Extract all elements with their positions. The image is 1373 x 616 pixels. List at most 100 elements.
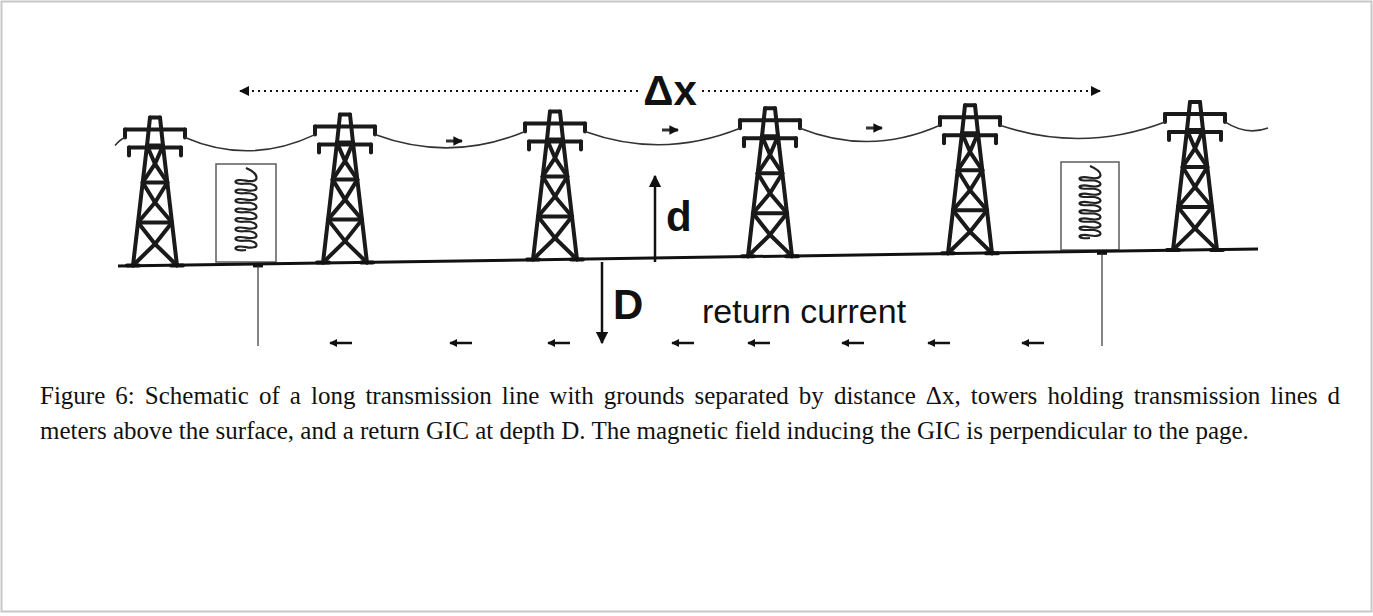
tower-strut xyxy=(337,143,345,162)
tower-strut xyxy=(953,210,970,232)
tower-strut xyxy=(744,136,796,140)
tower-strut xyxy=(1203,130,1217,250)
current-arrow xyxy=(866,127,882,130)
tower-strut xyxy=(328,218,362,222)
tower-strut xyxy=(965,103,975,107)
tower-strut xyxy=(333,161,345,180)
tower-strut xyxy=(543,174,568,178)
tower-strut xyxy=(155,222,172,244)
tower-strut xyxy=(953,190,970,210)
tower-strut xyxy=(133,244,155,266)
tower-strut xyxy=(543,158,555,177)
tower-strut xyxy=(970,152,982,171)
tower-strut xyxy=(758,173,770,193)
tower-strut xyxy=(555,176,567,196)
tower-strut xyxy=(940,115,1000,119)
tower-strut xyxy=(1187,130,1195,149)
tower-strut xyxy=(547,139,555,158)
transformer-coil xyxy=(236,168,257,250)
tower-strut xyxy=(155,145,163,164)
tower-strut xyxy=(938,117,942,125)
tower-strut xyxy=(538,214,572,218)
tower-strut xyxy=(770,155,782,174)
tower-strut xyxy=(962,133,970,152)
tower-strut xyxy=(770,193,787,213)
tower-strut xyxy=(1163,114,1167,122)
tower-strut xyxy=(970,133,978,152)
tower-strut xyxy=(1195,130,1203,149)
line-current-arrows xyxy=(446,128,882,141)
tower-strut xyxy=(533,238,555,260)
transformer-box xyxy=(216,164,276,262)
transformer-coil xyxy=(1080,166,1101,238)
transformer-box xyxy=(1061,162,1119,250)
tower-strut xyxy=(323,241,345,262)
tower-strut xyxy=(547,111,550,139)
tower-strut xyxy=(1195,228,1217,250)
tower-strut xyxy=(323,143,337,263)
tower-strut xyxy=(1173,130,1187,250)
ground-rod xyxy=(257,266,258,346)
wire-span xyxy=(800,125,940,141)
towers xyxy=(125,102,1225,266)
tower-strut xyxy=(150,115,160,119)
transmission-wires xyxy=(115,122,1268,151)
tower-strut xyxy=(313,127,317,135)
tower-strut xyxy=(770,213,787,235)
tower-strut xyxy=(373,127,377,135)
tower-strut xyxy=(748,136,762,256)
current-label: return current xyxy=(702,294,906,328)
tower-strut xyxy=(183,129,187,137)
tower-strut xyxy=(138,202,155,222)
tower-strut xyxy=(555,238,577,260)
tower-strut xyxy=(333,178,358,182)
tower-strut xyxy=(143,164,155,183)
tower-strut xyxy=(345,241,367,262)
tower-strut xyxy=(319,143,371,147)
tower-strut xyxy=(738,120,742,128)
tower-strut xyxy=(798,120,802,128)
tower-strut xyxy=(970,190,987,210)
tower-strut xyxy=(742,138,746,146)
tower-strut xyxy=(155,164,167,183)
tower-strut xyxy=(970,210,987,232)
wire-span xyxy=(585,128,740,144)
tower-strut xyxy=(345,143,353,162)
tower-strut xyxy=(127,147,131,155)
return-arrow xyxy=(672,342,694,345)
tower-strut xyxy=(525,121,585,125)
tower-strut xyxy=(1219,132,1223,140)
return-arrow xyxy=(450,342,472,345)
tower-strut xyxy=(765,106,775,110)
tower-strut xyxy=(1183,148,1195,167)
tower-strut xyxy=(345,161,357,180)
tower-strut xyxy=(958,168,983,172)
wire-span xyxy=(375,131,525,147)
tower-strut xyxy=(538,216,555,238)
tower-strut xyxy=(550,109,560,113)
tower-strut xyxy=(155,244,177,266)
tower-strut xyxy=(970,170,982,190)
D-dimension xyxy=(601,262,604,343)
tower-strut xyxy=(1169,130,1221,134)
return-arrow xyxy=(842,342,864,345)
tower-strut xyxy=(155,202,172,222)
tower-strut xyxy=(770,173,782,193)
dimension-label: D xyxy=(613,284,643,326)
return-arrow xyxy=(548,342,570,345)
tower-strut xyxy=(948,232,970,254)
tower-strut xyxy=(1190,100,1200,104)
tower-strut xyxy=(758,171,783,175)
tower-strut xyxy=(333,180,345,200)
tower-strut xyxy=(753,211,787,215)
tower-strut xyxy=(778,136,792,256)
wire-span xyxy=(185,135,315,151)
tower-strut xyxy=(1195,207,1212,229)
tower-strut xyxy=(753,213,770,235)
tower-strut xyxy=(1178,207,1195,229)
tower-strut xyxy=(555,196,572,216)
tower-strut xyxy=(123,129,127,137)
tower-strut xyxy=(1178,205,1212,209)
tower-strut xyxy=(529,139,581,143)
